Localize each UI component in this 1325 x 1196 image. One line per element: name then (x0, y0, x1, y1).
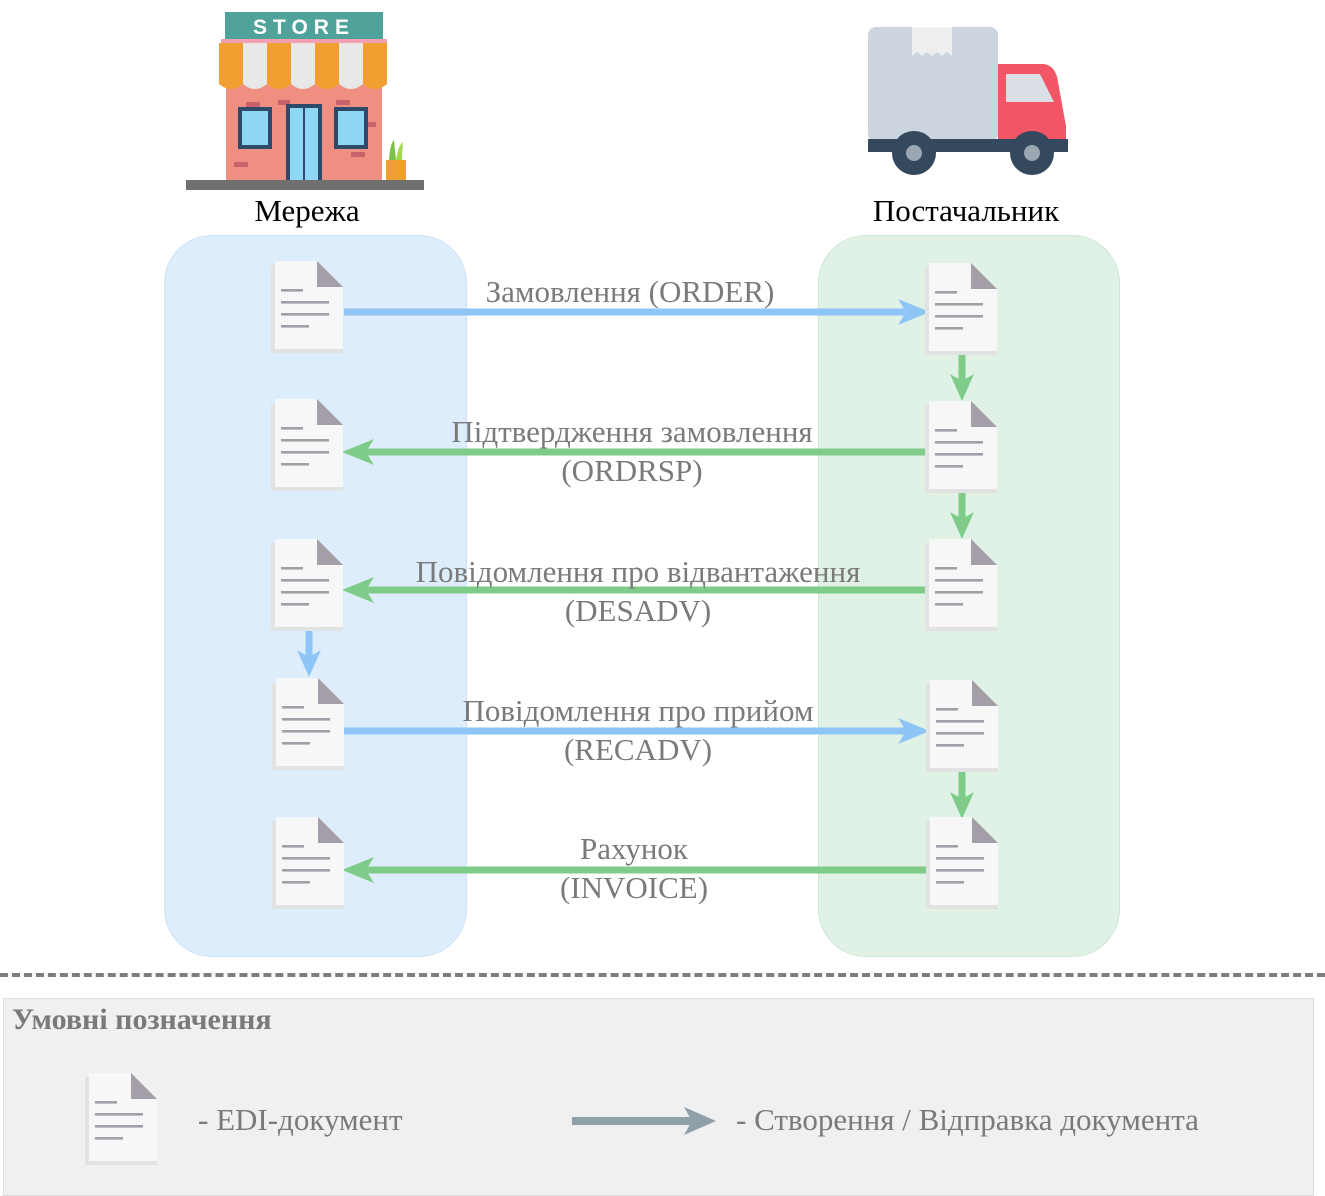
flow-label-line2: (INVOICE) (559, 870, 709, 905)
flow-arrows (297, 299, 974, 883)
create-arrow-supplier-1 (950, 354, 974, 401)
supplier-label: Постачальник (872, 193, 1060, 228)
dashed-divider (0, 973, 1325, 977)
flow-arrow-ordrsp (342, 439, 926, 465)
legend-document-icon (83, 1073, 157, 1165)
flow-label-line2: (ORDRSP) (561, 453, 703, 488)
flow-label-ordrsp: Підтвердження замовлення (ORDRSP) (352, 412, 912, 490)
create-arrow-supplier-3 (950, 772, 974, 819)
truck-icon (866, 26, 1072, 176)
flow-label-line2: (DESADV) (564, 593, 712, 628)
create-arrow-network-1 (297, 630, 321, 677)
document-icon (270, 817, 344, 909)
document-icon (924, 817, 998, 909)
document-icon (269, 261, 343, 353)
flow-label-order: Замовлення (ORDER) (350, 272, 910, 311)
flow-label-line1: Повідомлення про відвантаження (415, 554, 861, 589)
store-sign-text: STORE (253, 16, 355, 39)
legend-document-label: - EDI-документ (198, 1102, 403, 1137)
document-icon (924, 680, 998, 772)
document-icon (923, 263, 997, 355)
flow-label-line2: (RECADV) (563, 732, 713, 767)
store-icon: STORE (186, 12, 426, 192)
create-arrow-supplier-2 (950, 492, 974, 539)
flow-arrow-invoice (342, 857, 934, 883)
document-icon (269, 399, 343, 491)
flow-label-desadv: Повідомлення про відвантаження (DESADV) (358, 552, 918, 630)
document-icon (269, 539, 343, 631)
flow-arrow-recadv (344, 718, 930, 744)
flow-label-recadv: Повідомлення про прийом (RECADV) (358, 691, 918, 769)
flow-label-line1: Повідомлення про прийом (462, 693, 814, 728)
document-icon (923, 401, 997, 493)
flow-label-line1: Замовлення (ORDER) (485, 274, 775, 309)
flow-label-line1: Підтвердження замовлення (451, 414, 813, 449)
legend-title: Умовні позначення (12, 1003, 272, 1036)
legend-arrow-label: - Створення / Відправка документа (736, 1102, 1199, 1137)
flow-label-line1: Рахунок (580, 831, 688, 866)
network-label: Мережа (254, 193, 360, 228)
flow-label-invoice: Рахунок (INVOICE) (354, 829, 914, 907)
flow-arrow-order (344, 299, 930, 325)
legend-arrow-icon (572, 1107, 716, 1135)
document-icon (923, 539, 997, 631)
legend-panel (3, 998, 1314, 1196)
document-icon (270, 678, 344, 770)
flow-arrow-desadv (342, 577, 934, 603)
